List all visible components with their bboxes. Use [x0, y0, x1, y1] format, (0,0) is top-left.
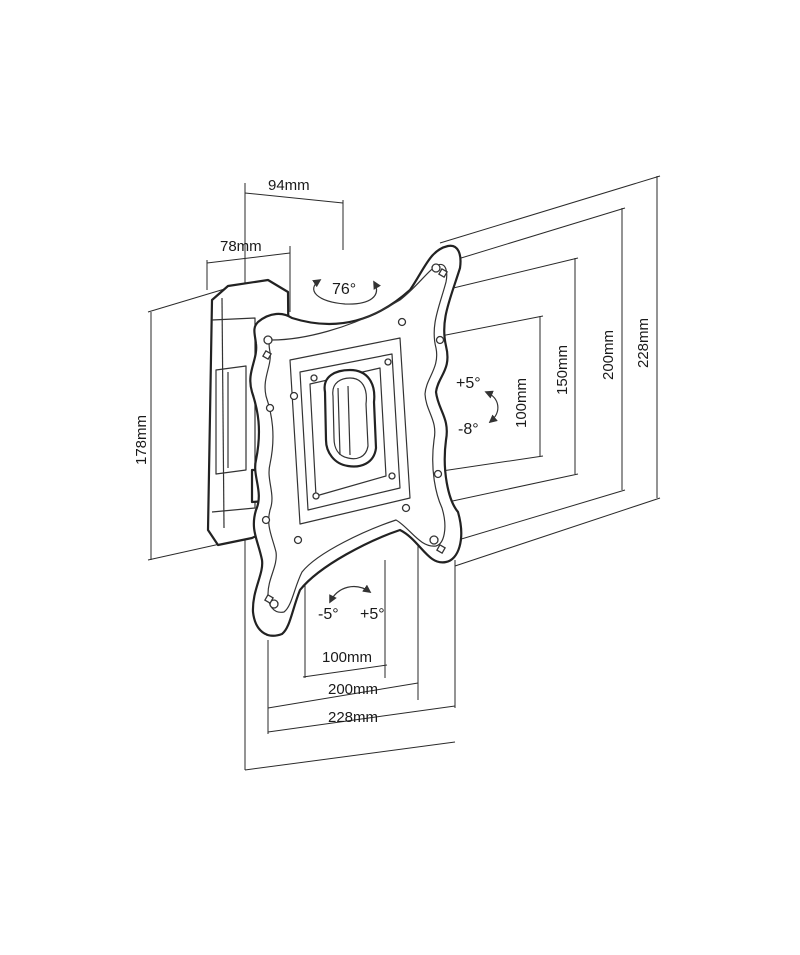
dim-100mm-right-label: 100mm	[513, 378, 530, 428]
dim-178mm-label: 178mm	[133, 415, 150, 465]
dim-200mm-bottom-label: 200mm	[328, 681, 378, 698]
angle-labels: 76° +5° -8° -5° +5°	[318, 281, 481, 623]
dimension-labels: 94mm 78mm 178mm 100mm 150mm 200mm 228mm …	[133, 177, 652, 726]
dim-200mm-right-label: 200mm	[600, 330, 617, 380]
rotate-right-label: +5°	[360, 606, 385, 623]
rotation-arrows	[312, 279, 499, 604]
vesa-plate	[249, 244, 463, 637]
tilt-down-label: -8°	[458, 421, 479, 438]
dim-150mm-label: 150mm	[554, 345, 571, 395]
tilt-up-label: +5°	[456, 375, 481, 392]
dim-228mm-right-label: 228mm	[635, 318, 652, 368]
dim-228mm-bottom-label: 228mm	[328, 709, 378, 726]
dim-78mm-label: 78mm	[220, 238, 262, 255]
dim-100mm-bottom-label: 100mm	[322, 649, 372, 666]
dimension-lines	[147, 175, 661, 771]
dim-94mm-label: 94mm	[268, 177, 310, 194]
rotate-left-label: -5°	[318, 606, 339, 623]
swivel-angle-label: 76°	[332, 281, 356, 298]
